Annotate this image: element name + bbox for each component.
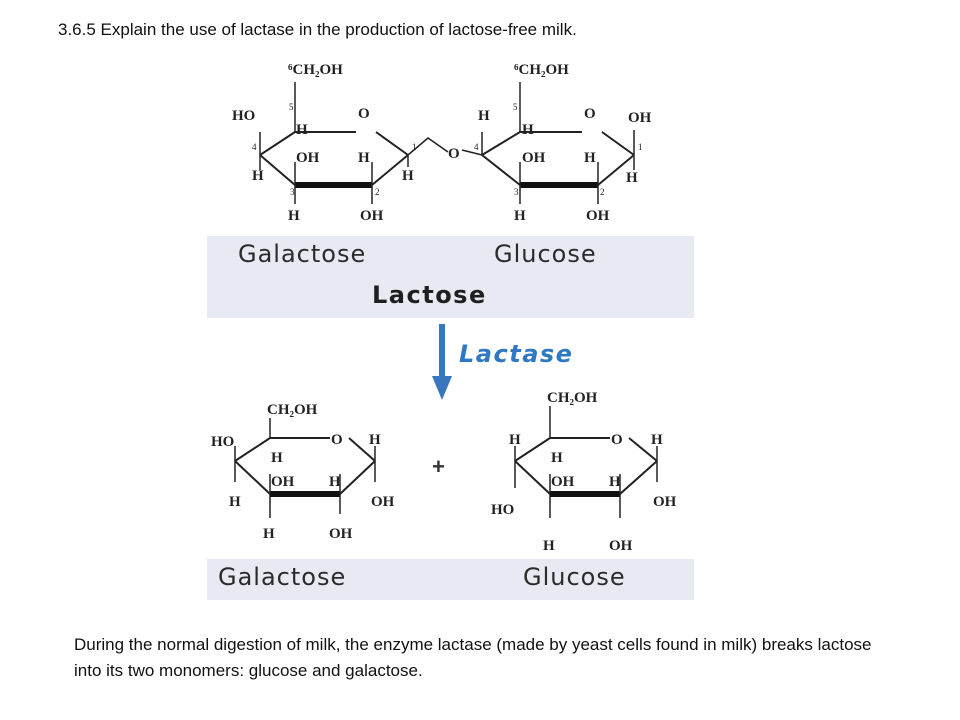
lactose-glc-c2-oh: OH (586, 208, 610, 224)
lactose-name-label: Lactose (372, 281, 487, 309)
explanation-caption: During the normal digestion of milk, the… (74, 635, 872, 680)
galactose-c5-h: H (271, 450, 283, 466)
enzyme-label: Lactase (459, 340, 574, 368)
glucose-c5-h: H (551, 450, 563, 466)
lactose-glc-num5: 5 (513, 102, 518, 112)
lactose-gal-ch2oh: ⁶CH₂OH (288, 62, 343, 78)
glucose-c4-h: H (509, 432, 521, 448)
lactose-galactose-ring: ⁶CH₂OH O HO H OH H H H OH H 5 4 3 2 1 (232, 62, 417, 224)
glucose-c3-h: H (543, 538, 555, 554)
lactose-glc-ch2oh: ⁶CH₂OH (514, 62, 569, 78)
lactose-glc-c1-h: H (626, 170, 638, 186)
galactose-c2-h: H (329, 474, 341, 490)
lactose-gal-num2: 2 (375, 187, 380, 197)
galactose-ch2oh: CH₂OH (267, 402, 318, 418)
lactose-gal-ring-o: O (358, 106, 370, 122)
galactose-structure: CH₂OH O H HO H OH H H OH H OH (211, 402, 395, 542)
lactose-gal-c3-h: H (288, 208, 300, 224)
lactose-glc-num2: 2 (600, 187, 605, 197)
glucose-c4-ho: HO (491, 502, 514, 518)
lactose-glc-ring-o: O (584, 106, 596, 122)
lactose-gal-c1-h: H (402, 168, 414, 184)
lactose-glc-c1-oh: OH (628, 110, 652, 126)
galactose-c4-h: H (229, 494, 241, 510)
lactose-gal-c5-h: H (296, 122, 308, 138)
lactose-gal-c4-ho: HO (232, 108, 255, 124)
lactose-glc-num3: 3 (514, 187, 519, 197)
lactose-glc-c5-h: H (522, 122, 534, 138)
lactose-label-band: Galactose Glucose Lactose (207, 236, 694, 318)
lactose-glc-num4: 4 (474, 142, 479, 152)
galactose-label: Galactose (218, 563, 347, 591)
lactose-gal-c4-h: H (252, 168, 264, 184)
galactose-c3-oh: OH (271, 474, 295, 490)
glucose-ring-o: O (611, 432, 623, 448)
glucose-c3-oh: OH (551, 474, 575, 490)
galactose-ring-o: O (331, 432, 343, 448)
glucose-ch2oh: CH₂OH (547, 390, 598, 406)
lactose-galactose-label: Galactose (238, 240, 367, 268)
products-label-band: Galactose Glucose (207, 559, 694, 600)
glucose-structure: CH₂OH O H H H OH H HO OH H OH (491, 390, 677, 554)
lactose-glucose-ring: ⁶CH₂OH O H H OH H OH H H OH 5 4 3 2 1 (474, 62, 652, 224)
reaction-arrow (432, 324, 452, 400)
galactose-c2-oh: OH (329, 526, 353, 542)
slide-heading: 3.6.5 Explain the use of lactase in the … (58, 20, 577, 39)
galactose-c4-ho: HO (211, 434, 234, 450)
lactose-structure: ⁶CH₂OH O HO H OH H H H OH H 5 4 3 2 1 O … (232, 62, 652, 224)
glucose-c2-oh: OH (609, 538, 633, 554)
galactose-c3-h: H (263, 526, 275, 542)
lactose-glc-c3-h: H (514, 208, 526, 224)
lactose-glucose-label: Glucose (494, 240, 597, 268)
glucose-c2-h: H (609, 474, 621, 490)
galactose-c1-oh: OH (371, 494, 395, 510)
lactose-gal-c2-oh: OH (360, 208, 384, 224)
lactose-gal-num3: 3 (290, 187, 295, 197)
plus-sign: + (432, 454, 445, 479)
lactose-glc-num1: 1 (638, 142, 643, 152)
lactose-glc-c3-oh: OH (522, 150, 546, 166)
lactose-gal-c2-h: H (358, 150, 370, 166)
lactose-glc-c4-h: H (478, 108, 490, 124)
galactose-c1-h: H (369, 432, 381, 448)
glucose-label: Glucose (523, 563, 626, 591)
lactose-gal-c3-oh: OH (296, 150, 320, 166)
lactose-gal-num4: 4 (252, 142, 257, 152)
lactose-gal-num1: 1 (412, 142, 417, 152)
lactose-glc-c2-h: H (584, 150, 596, 166)
lactose-gal-num5: 5 (289, 102, 294, 112)
glycosidic-oxygen: O (448, 146, 460, 162)
glucose-c1-h: H (651, 432, 663, 448)
glucose-c1-oh: OH (653, 494, 677, 510)
